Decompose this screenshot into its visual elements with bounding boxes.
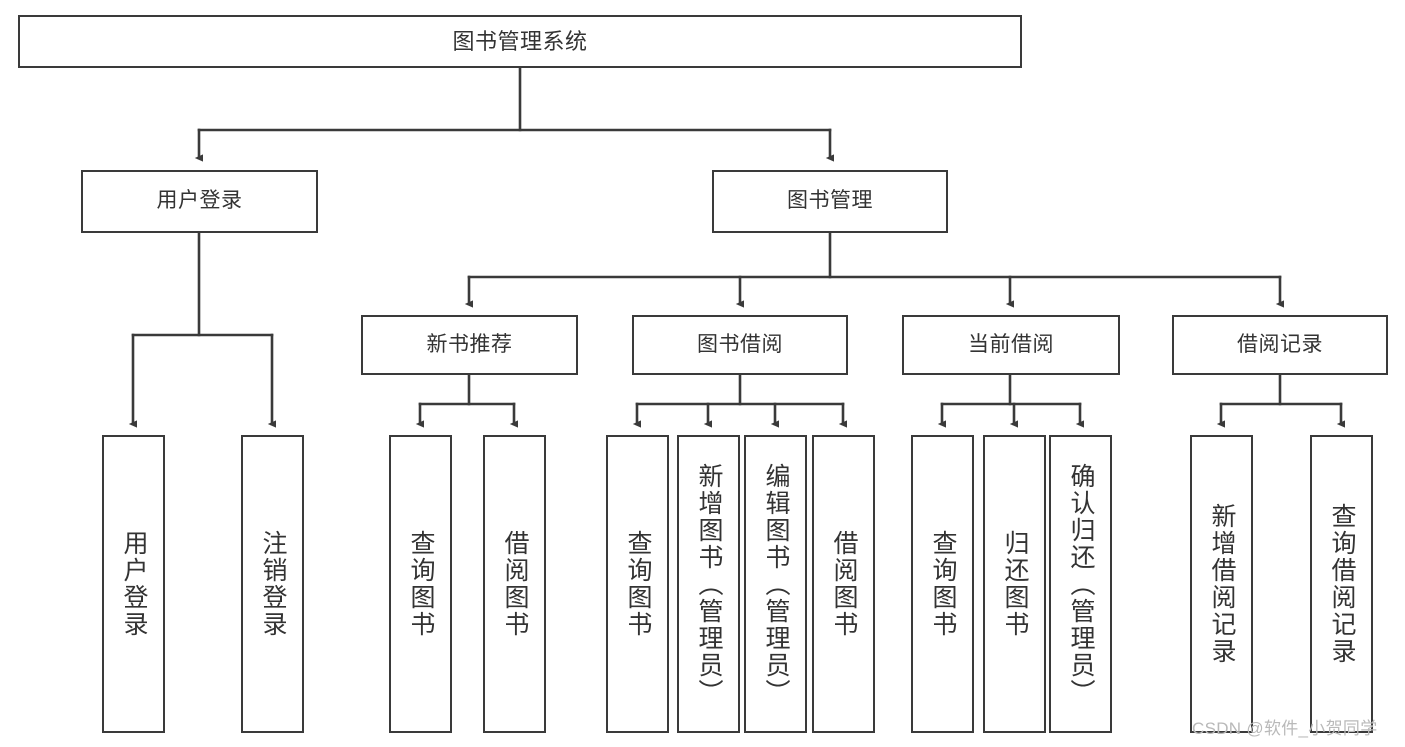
node-leaf-query-book-rec[interactable]: 查询图书 <box>389 435 452 733</box>
node-leaf-user-login[interactable]: 用户登录 <box>102 435 165 733</box>
node-leaf-user-login-label: 用户登录 <box>120 530 148 638</box>
node-leaf-borrow-book-rec[interactable]: 借阅图书 <box>483 435 546 733</box>
node-book-borrow-label: 图书借阅 <box>697 332 783 356</box>
node-book-borrow[interactable]: 图书借阅 <box>632 315 848 375</box>
node-leaf-query-book-borrow-label: 查询图书 <box>624 530 652 638</box>
node-book-manage[interactable]: 图书管理 <box>712 170 948 233</box>
node-leaf-add-book-admin[interactable]: 新增图书（管理员） <box>677 435 740 733</box>
node-leaf-borrow-book-rec-label: 借阅图书 <box>501 530 529 638</box>
node-new-book-recommend[interactable]: 新书推荐 <box>361 315 578 375</box>
node-leaf-user-logout[interactable]: 注销登录 <box>241 435 304 733</box>
csdn-watermark: CSDN @软件_小贺同学 <box>1192 719 1378 738</box>
node-book-manage-label: 图书管理 <box>787 189 873 213</box>
node-leaf-confirm-return-admin-label: 确认归还（管理员） <box>1067 462 1095 706</box>
node-root-label: 图书管理系统 <box>452 28 588 54</box>
node-leaf-edit-book-admin[interactable]: 编辑图书（管理员） <box>744 435 807 733</box>
node-root[interactable]: 图书管理系统 <box>18 15 1022 68</box>
node-new-book-recommend-label: 新书推荐 <box>426 332 513 356</box>
node-leaf-borrow-book[interactable]: 借阅图书 <box>812 435 875 733</box>
node-leaf-query-borrow-record-label: 查询借阅记录 <box>1328 503 1356 665</box>
node-leaf-edit-book-admin-label: 编辑图书（管理员） <box>762 462 790 706</box>
node-user-login[interactable]: 用户登录 <box>81 170 318 233</box>
node-leaf-query-book-rec-label: 查询图书 <box>407 530 435 638</box>
node-leaf-query-book-current[interactable]: 查询图书 <box>911 435 974 733</box>
node-leaf-add-borrow-record[interactable]: 新增借阅记录 <box>1190 435 1253 733</box>
node-leaf-add-book-admin-label: 新增图书（管理员） <box>695 462 723 706</box>
node-leaf-add-borrow-record-label: 新增借阅记录 <box>1208 503 1236 665</box>
node-leaf-borrow-book-label: 借阅图书 <box>830 530 858 638</box>
node-leaf-confirm-return-admin[interactable]: 确认归还（管理员） <box>1049 435 1112 733</box>
node-leaf-return-book[interactable]: 归还图书 <box>983 435 1046 733</box>
node-current-borrow[interactable]: 当前借阅 <box>902 315 1120 375</box>
node-leaf-query-book-borrow[interactable]: 查询图书 <box>606 435 669 733</box>
node-user-login-label: 用户登录 <box>156 189 243 213</box>
node-leaf-query-book-current-label: 查询图书 <box>929 530 957 638</box>
node-leaf-query-borrow-record[interactable]: 查询借阅记录 <box>1310 435 1373 733</box>
node-leaf-return-book-label: 归还图书 <box>1001 530 1029 638</box>
node-borrow-record[interactable]: 借阅记录 <box>1172 315 1388 375</box>
node-current-borrow-label: 当前借阅 <box>968 332 1054 356</box>
node-borrow-record-label: 借阅记录 <box>1237 332 1323 356</box>
node-leaf-user-logout-label: 注销登录 <box>259 530 287 638</box>
